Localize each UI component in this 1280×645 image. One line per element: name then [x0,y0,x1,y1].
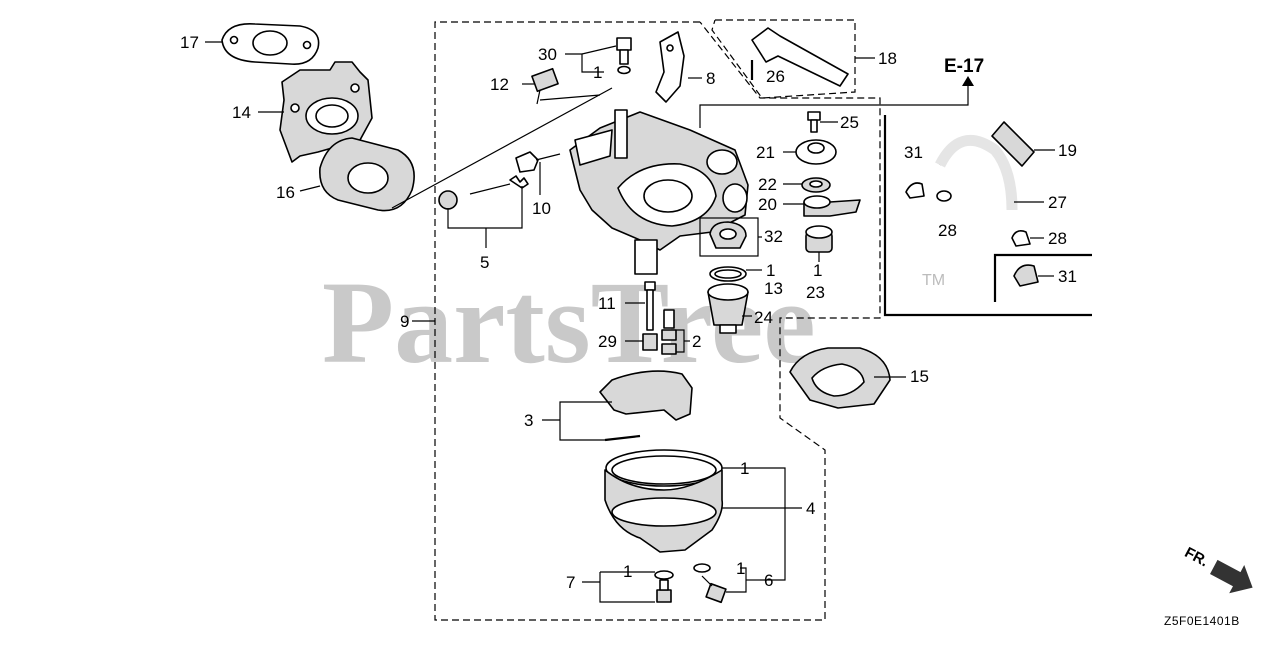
callout-22: 22 [758,175,777,194]
washer-7[interactable] [654,570,674,580]
washer-6[interactable] [693,563,711,573]
carburetor-body[interactable] [569,109,749,275]
callout-21: 21 [756,143,775,162]
clip-31b[interactable] [1013,264,1039,287]
gasket-leader [391,87,613,209]
jet-2[interactable] [661,309,677,355]
section-leader [699,78,969,128]
callout-3: 3 [524,411,533,430]
callout-7: 7 [566,573,575,592]
front-label: FR. [1182,544,1211,570]
bolt-30[interactable] [616,37,632,75]
callout-12: 12 [490,75,509,94]
lever-box [711,19,856,99]
callout-25: 25 [840,113,859,132]
callout-6: 6 [764,571,773,590]
callout-32: 32 [764,227,783,246]
callout-31-bottom: 31 [1058,267,1077,286]
callout-1-top: 1 [593,63,602,82]
callout-5: 5 [480,253,489,272]
callout-10: 10 [532,199,551,218]
callout-8: 8 [706,69,715,88]
pilot-screw-5[interactable] [438,175,529,210]
callout-13: 13 [764,279,783,298]
washer-22[interactable] [801,177,831,193]
cap-21[interactable] [795,139,837,165]
callout-2: 2 [692,332,701,351]
callout-1-seal: 1 [813,261,822,280]
callout-27: 27 [1048,193,1067,212]
callout-15: 15 [910,367,929,386]
valve-12[interactable] [531,67,559,105]
clip-31[interactable] [905,182,925,199]
callout-19: 19 [1058,141,1077,160]
callout-20: 20 [758,195,777,214]
hose-27[interactable] [935,135,1018,211]
callout-9: 9 [400,312,409,331]
callout-26: 26 [766,67,785,86]
front-direction-arrow: FR. [1182,544,1253,594]
callout-1-bolt: 1 [736,559,745,578]
gasket-17[interactable] [221,23,320,65]
trademark-mark: TM [922,272,945,289]
callout-23: 23 [806,283,825,302]
gasket-16[interactable] [319,137,415,212]
gasket-32[interactable] [709,221,747,249]
seal-23[interactable] [805,225,833,253]
callout-1-drain: 1 [623,562,632,581]
insulator-14[interactable] [279,61,373,163]
lever-18[interactable] [751,27,849,87]
float-3[interactable] [599,370,693,442]
clip-28[interactable] [936,190,952,202]
callout-31-top: 31 [904,143,923,162]
callout-1-ring: 1 [766,261,775,280]
clip-28b[interactable] [1011,230,1031,247]
o-ring-13[interactable] [709,266,747,282]
screw-10[interactable] [515,151,561,173]
callout-24: 24 [754,308,773,327]
section-frame [883,115,1092,317]
leader-lines [205,41,1055,603]
section-ref: E-17 [944,56,984,77]
bolt-6[interactable] [701,575,727,604]
lever-8[interactable] [655,31,685,103]
callout-1-chamber: 1 [740,459,749,478]
jet-29[interactable] [642,333,658,351]
float-chamber-4[interactable] [604,449,724,553]
needle-11[interactable] [644,281,656,331]
valve-20[interactable] [803,195,861,217]
inner-frame [993,253,1092,302]
gasket-15[interactable] [789,347,891,409]
hose-19[interactable] [991,121,1035,167]
callout-28-right: 28 [1048,229,1067,248]
diagram-code: Z5F0E1401B [1164,614,1240,628]
section-arrow [962,76,974,86]
callout-17: 17 [180,33,199,52]
callout-18: 18 [878,49,897,68]
callout-11: 11 [598,294,616,313]
slow-jet-24[interactable] [707,283,749,334]
screw-25[interactable] [807,111,821,133]
callout-14: 14 [232,103,251,122]
callout-28-left: 28 [938,221,957,240]
callout-29: 29 [598,332,617,351]
callout-16: 16 [276,183,295,202]
bolt-7[interactable] [656,579,672,603]
assembly-boundary [434,21,881,621]
callout-4: 4 [806,499,815,518]
callout-30: 30 [538,45,557,64]
